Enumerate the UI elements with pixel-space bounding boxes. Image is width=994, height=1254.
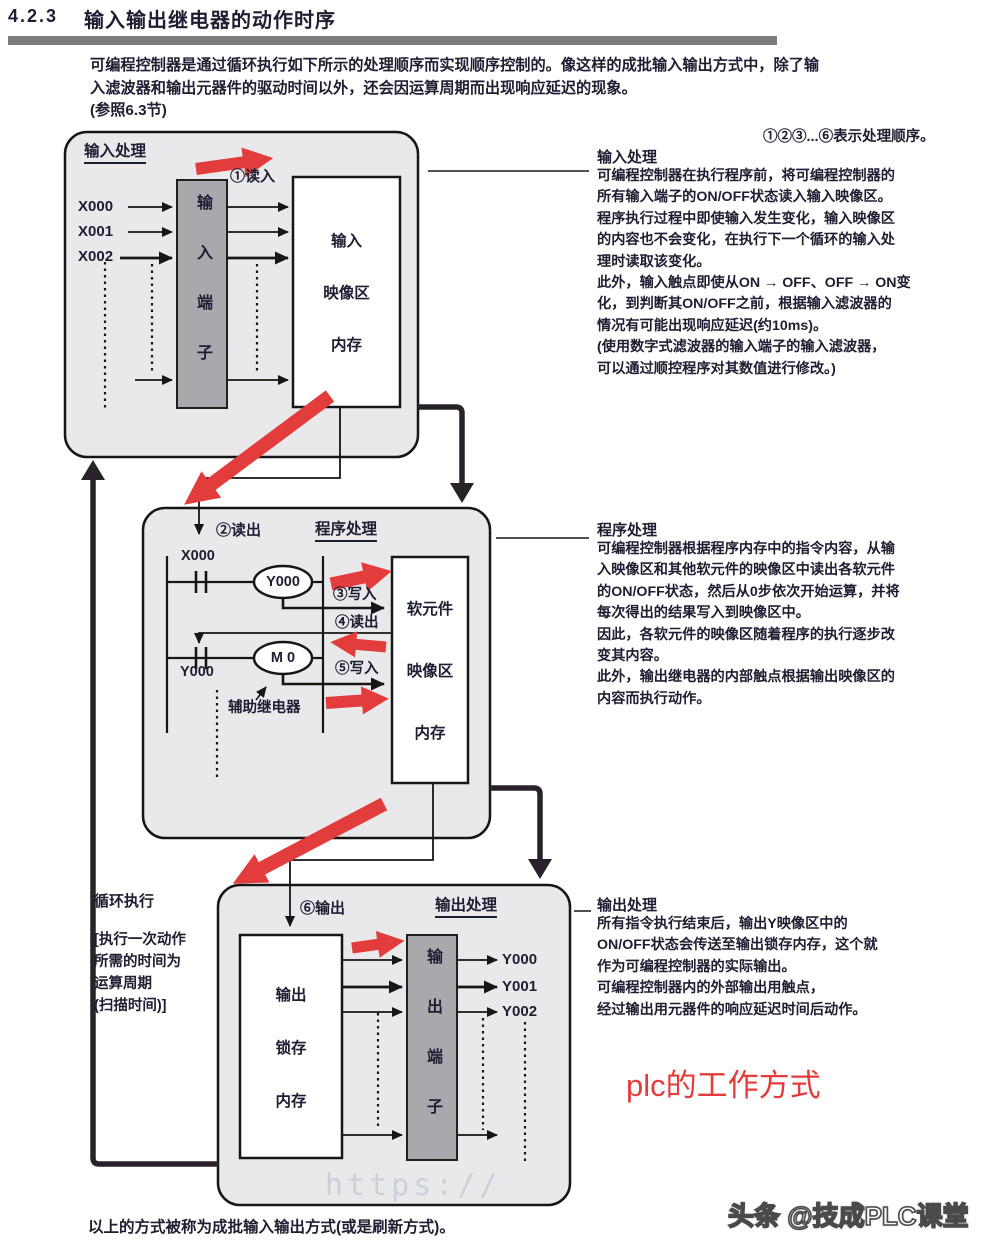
output-box-title: 输出处理	[435, 893, 498, 918]
loop-note-title: 循环执行	[94, 893, 155, 910]
device-memory-label-wrap: 软元件 映像区 内存	[392, 557, 468, 783]
program-box-title: 程序处理	[315, 517, 378, 542]
input-x000-label: X000	[78, 198, 114, 215]
device-memory-line3: 内存	[414, 725, 446, 742]
input-image-memory-box	[291, 175, 402, 409]
processing-order-note: ①②③...⑥表示处理顺序。	[763, 129, 935, 145]
callout-lines	[428, 170, 591, 912]
step2-readout-label: ②读出	[216, 522, 262, 539]
device-memory-line1: 软元件	[406, 601, 454, 618]
ladder-contact2-label: Y000	[180, 664, 214, 680]
input-memory-line1: 输入	[330, 233, 362, 250]
output-y000-label: Y000	[502, 951, 538, 968]
section-number: 4.2.3	[8, 6, 59, 26]
input-terminal-label-wrap: 输入端子	[177, 180, 227, 408]
output-latch-line1: 输出	[275, 986, 307, 1004]
input-box-title: 输入处理	[84, 139, 147, 164]
output-section-title: 输出处理	[597, 897, 658, 914]
output-terminal-label: 输出端子	[424, 947, 441, 1148]
intro-paragraph: 可编程控制器是通过循环执行如下所示的处理顺序而实现顺序控制的。像这样的成批输入输…	[90, 57, 819, 119]
output-latch-memory-box	[238, 933, 344, 1160]
program-section-title: 程序处理	[597, 522, 658, 539]
device-image-memory-box	[390, 555, 470, 785]
input-x002-label: X002	[78, 248, 114, 265]
coil-y000-label: Y000	[266, 574, 300, 590]
ladder-diagram	[165, 556, 325, 733]
loop-note-body: [执行一次动作 所需的时间为 运算周期 (扫描时间)]	[94, 932, 186, 1014]
output-latch-line2: 锁存	[275, 1039, 307, 1057]
coil-m0-label: M 0	[270, 650, 296, 666]
step3-write-label: ③写入	[333, 587, 377, 603]
input-terminal-box	[176, 179, 228, 409]
output-terminal-box	[406, 934, 458, 1161]
step4-readout-label: ④读出	[335, 615, 379, 631]
input-x001-label: X001	[78, 223, 114, 240]
watermark: 头条 @技成PLC课堂	[727, 1200, 969, 1232]
device-memory-line2: 映像区	[406, 663, 454, 680]
ellipsis-dotted-lines	[103, 262, 527, 1162]
step6-output-label: ⑥输出	[300, 900, 346, 917]
ladder-contact1-label: X000	[181, 548, 215, 564]
output-terminal-label-wrap: 输出端子	[407, 935, 457, 1160]
red-caption: plc的工作方式	[626, 1068, 821, 1103]
input-terminal-label: 输入端子	[194, 194, 211, 394]
header-rule	[8, 36, 777, 45]
output-y001-label: Y001	[502, 978, 538, 995]
output-latch-line3: 内存	[275, 1092, 307, 1110]
output-section-body: 所有指令执行结束后，输出Y映像区中的 ON/OFF状态会传送至输出锁存内存，这个…	[597, 916, 878, 1018]
input-signal-arrows	[120, 202, 289, 385]
step-flow-lines	[194, 407, 434, 927]
output-signal-arrows	[342, 955, 498, 1140]
red-annotation-arrows	[184, 147, 405, 958]
aux-relay-label: 辅助继电器	[228, 700, 301, 716]
step5-write-label: ⑤写入	[335, 661, 379, 677]
output-y002-label: Y002	[502, 1003, 538, 1020]
program-section-body: 可编程控制器根据程序内存中的指令内容，从输 入映像区和其他软元件的映像区中读出各…	[597, 541, 900, 707]
input-section-body: 可编程控制器在执行程序前，将可编程控制器的 所有输入端子的ON/OFF状态读入输…	[597, 168, 911, 377]
page-title: 输入输出继电器的动作时序	[84, 10, 336, 32]
thick-flow-connectors	[81, 404, 552, 1167]
step1-read-label: ①读入	[230, 168, 276, 185]
input-memory-label-wrap: 输入 映像区 内存	[293, 177, 400, 407]
bottom-note: 以上的方式被称为成批输入输出方式(或是刷新方式)。	[88, 1219, 455, 1236]
input-section-title: 输入处理	[597, 149, 658, 166]
input-memory-line3: 内存	[330, 337, 362, 354]
output-latch-label-wrap: 输出 锁存 内存	[240, 935, 342, 1158]
ghost-url-watermark: https://	[325, 1168, 502, 1203]
input-memory-line2: 映像区	[323, 285, 370, 302]
